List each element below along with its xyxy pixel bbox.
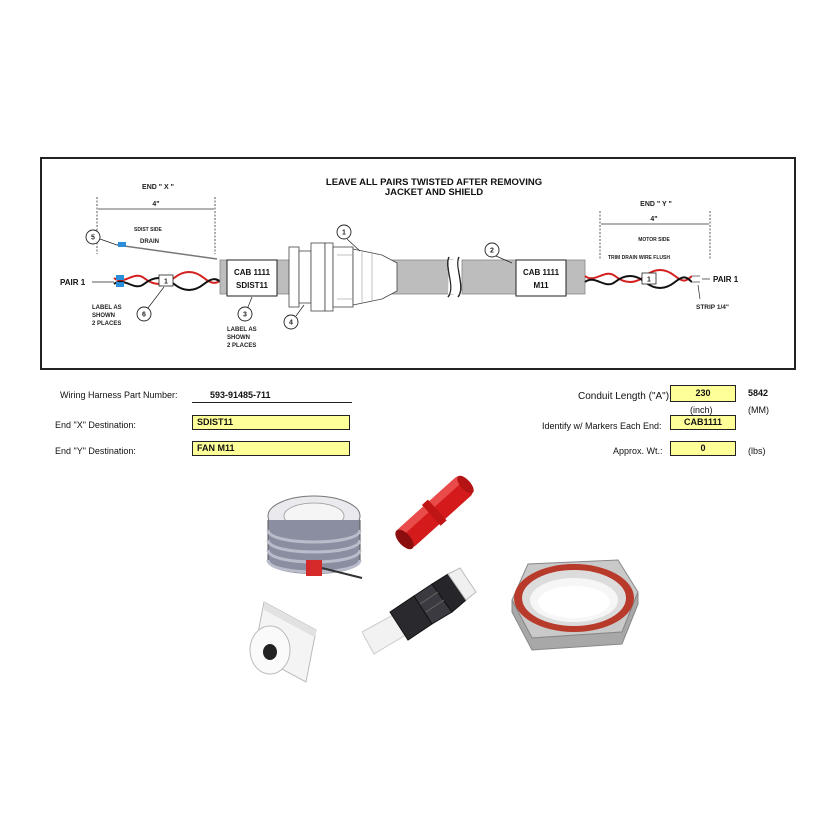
drain-label: DRAIN — [140, 239, 159, 245]
weight-label: Approx. Wt.: — [613, 446, 663, 456]
pair-right-label: PAIR 1 — [713, 275, 739, 284]
butt-splice-icon — [395, 475, 474, 550]
svg-text:1: 1 — [164, 279, 168, 286]
svg-text:LABEL AS: LABEL AS — [92, 305, 122, 311]
svg-text:LABEL AS: LABEL AS — [227, 327, 257, 333]
svg-text:2 PLACES: 2 PLACES — [227, 343, 256, 349]
cord-grip-drawing — [288, 242, 398, 312]
diagram-title-line1: LEAVE ALL PAIRS TWISTED AFTER REMOVING — [326, 177, 542, 188]
callout-2 — [484, 242, 500, 258]
svg-text:SHOWN: SHOWN — [227, 335, 250, 341]
svg-text:SHOWN: SHOWN — [92, 313, 115, 319]
wiring-diagram: LEAVE ALL PAIRS TWISTED AFTER REMOVING J… — [40, 157, 796, 370]
motor-side-label: MOTOR SIDE — [638, 237, 670, 243]
strip-label: STRIP 1/4" — [696, 304, 729, 311]
pair-left-label: PAIR 1 — [60, 278, 86, 287]
svg-text:2: 2 — [490, 248, 494, 255]
trim-drain-label: TRIM DRAIN WIRE FLUSH — [608, 255, 670, 261]
part-number-label: Wiring Harness Part Number: — [60, 390, 178, 400]
svg-text:CAB 1111: CAB 1111 — [234, 268, 271, 277]
svg-text:CAB 1111: CAB 1111 — [523, 268, 560, 277]
cab-label-left — [226, 259, 278, 297]
end-y-label: END " Y " — [640, 201, 672, 208]
inch-unit: (inch) — [690, 405, 713, 415]
end-x-destination-label: End "X" Destination: — [55, 420, 136, 430]
cable-spool-icon — [266, 495, 363, 579]
marker-right — [641, 272, 657, 285]
sdist-side-label: SDIST SIDE — [134, 227, 162, 233]
svg-text:4: 4 — [289, 320, 293, 327]
svg-text:5: 5 — [91, 235, 95, 242]
weight-field[interactable]: 0 — [670, 441, 736, 456]
part-number-value: 593-91485-711 — [210, 390, 271, 400]
svg-text:2 PLACES: 2 PLACES — [92, 321, 121, 327]
sealing-locknut-icon — [511, 559, 639, 651]
svg-text:M11: M11 — [533, 281, 549, 290]
weight-unit: (lbs) — [748, 446, 766, 456]
conduit-length-mm: 5842 — [748, 388, 769, 398]
svg-text:3: 3 — [243, 312, 247, 319]
part-number-underline — [192, 402, 352, 403]
callout-5 — [85, 229, 101, 245]
end-x-label: END " X " — [142, 184, 174, 191]
svg-text:1: 1 — [647, 277, 651, 284]
diagram-title-line2: JACKET AND SHIELD — [385, 187, 483, 198]
cord-grip-fitting-icon — [362, 567, 477, 655]
diagram-drawing: LEAVE ALL PAIRS TWISTED AFTER REMOVING J… — [60, 177, 739, 349]
end-x-destination-field[interactable]: SDIST11 — [192, 415, 350, 430]
svg-text:6: 6 — [142, 312, 146, 319]
marker-left — [158, 274, 174, 287]
markers-field[interactable]: CAB1111 — [670, 415, 736, 430]
callout-6 — [136, 306, 152, 322]
end-y-destination-label: End "Y" Destination: — [55, 446, 136, 456]
end-x-dimension: 4" — [152, 201, 159, 208]
label-roll-icon — [249, 601, 317, 683]
drain-marker — [118, 242, 126, 247]
conduit-length-field[interactable]: 230 — [670, 385, 736, 402]
callout-3 — [237, 306, 253, 322]
callout-4 — [283, 314, 299, 330]
mm-unit: (MM) — [748, 405, 769, 415]
svg-text:1: 1 — [342, 230, 346, 237]
end-y-dimension: 4" — [650, 216, 657, 223]
end-y-destination-field[interactable]: FAN M11 — [192, 441, 350, 456]
callout-1 — [336, 224, 352, 240]
cab-label-right — [515, 259, 567, 297]
conduit-length-label: Conduit Length ("A"): — [578, 391, 672, 402]
markers-label: Identify w/ Markers Each End: — [542, 421, 662, 431]
svg-text:SDIST11: SDIST11 — [236, 281, 269, 290]
